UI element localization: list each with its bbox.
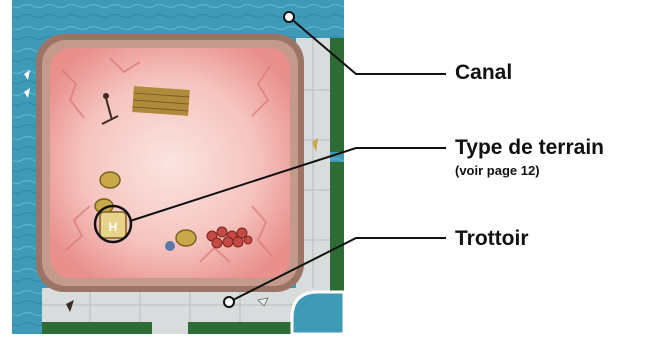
highlight-ring-terrain xyxy=(93,204,133,244)
terrain-tokens: H xyxy=(94,171,197,251)
leader-canal xyxy=(288,16,446,75)
anchor-dot-trottoir xyxy=(223,296,235,308)
callout-trottoir: Trottoir xyxy=(455,227,529,250)
callout-terrain-type: Type de terrain xyxy=(455,136,604,159)
small-markers xyxy=(24,70,318,312)
wooden-plank xyxy=(132,86,190,116)
anchor-dot-canal xyxy=(283,11,295,23)
leader-terrain xyxy=(129,147,446,222)
corner-pond xyxy=(290,290,346,336)
grass-strips xyxy=(42,38,344,334)
callout-canal: Canal xyxy=(455,61,513,84)
leader-trottoir xyxy=(228,237,446,303)
leader-lines xyxy=(129,16,446,303)
pickaxe-icon xyxy=(101,93,119,125)
callout-terrain-note: (voir page 12) xyxy=(455,163,540,178)
rubble-pile xyxy=(206,226,253,249)
svg-text:H: H xyxy=(109,220,118,234)
